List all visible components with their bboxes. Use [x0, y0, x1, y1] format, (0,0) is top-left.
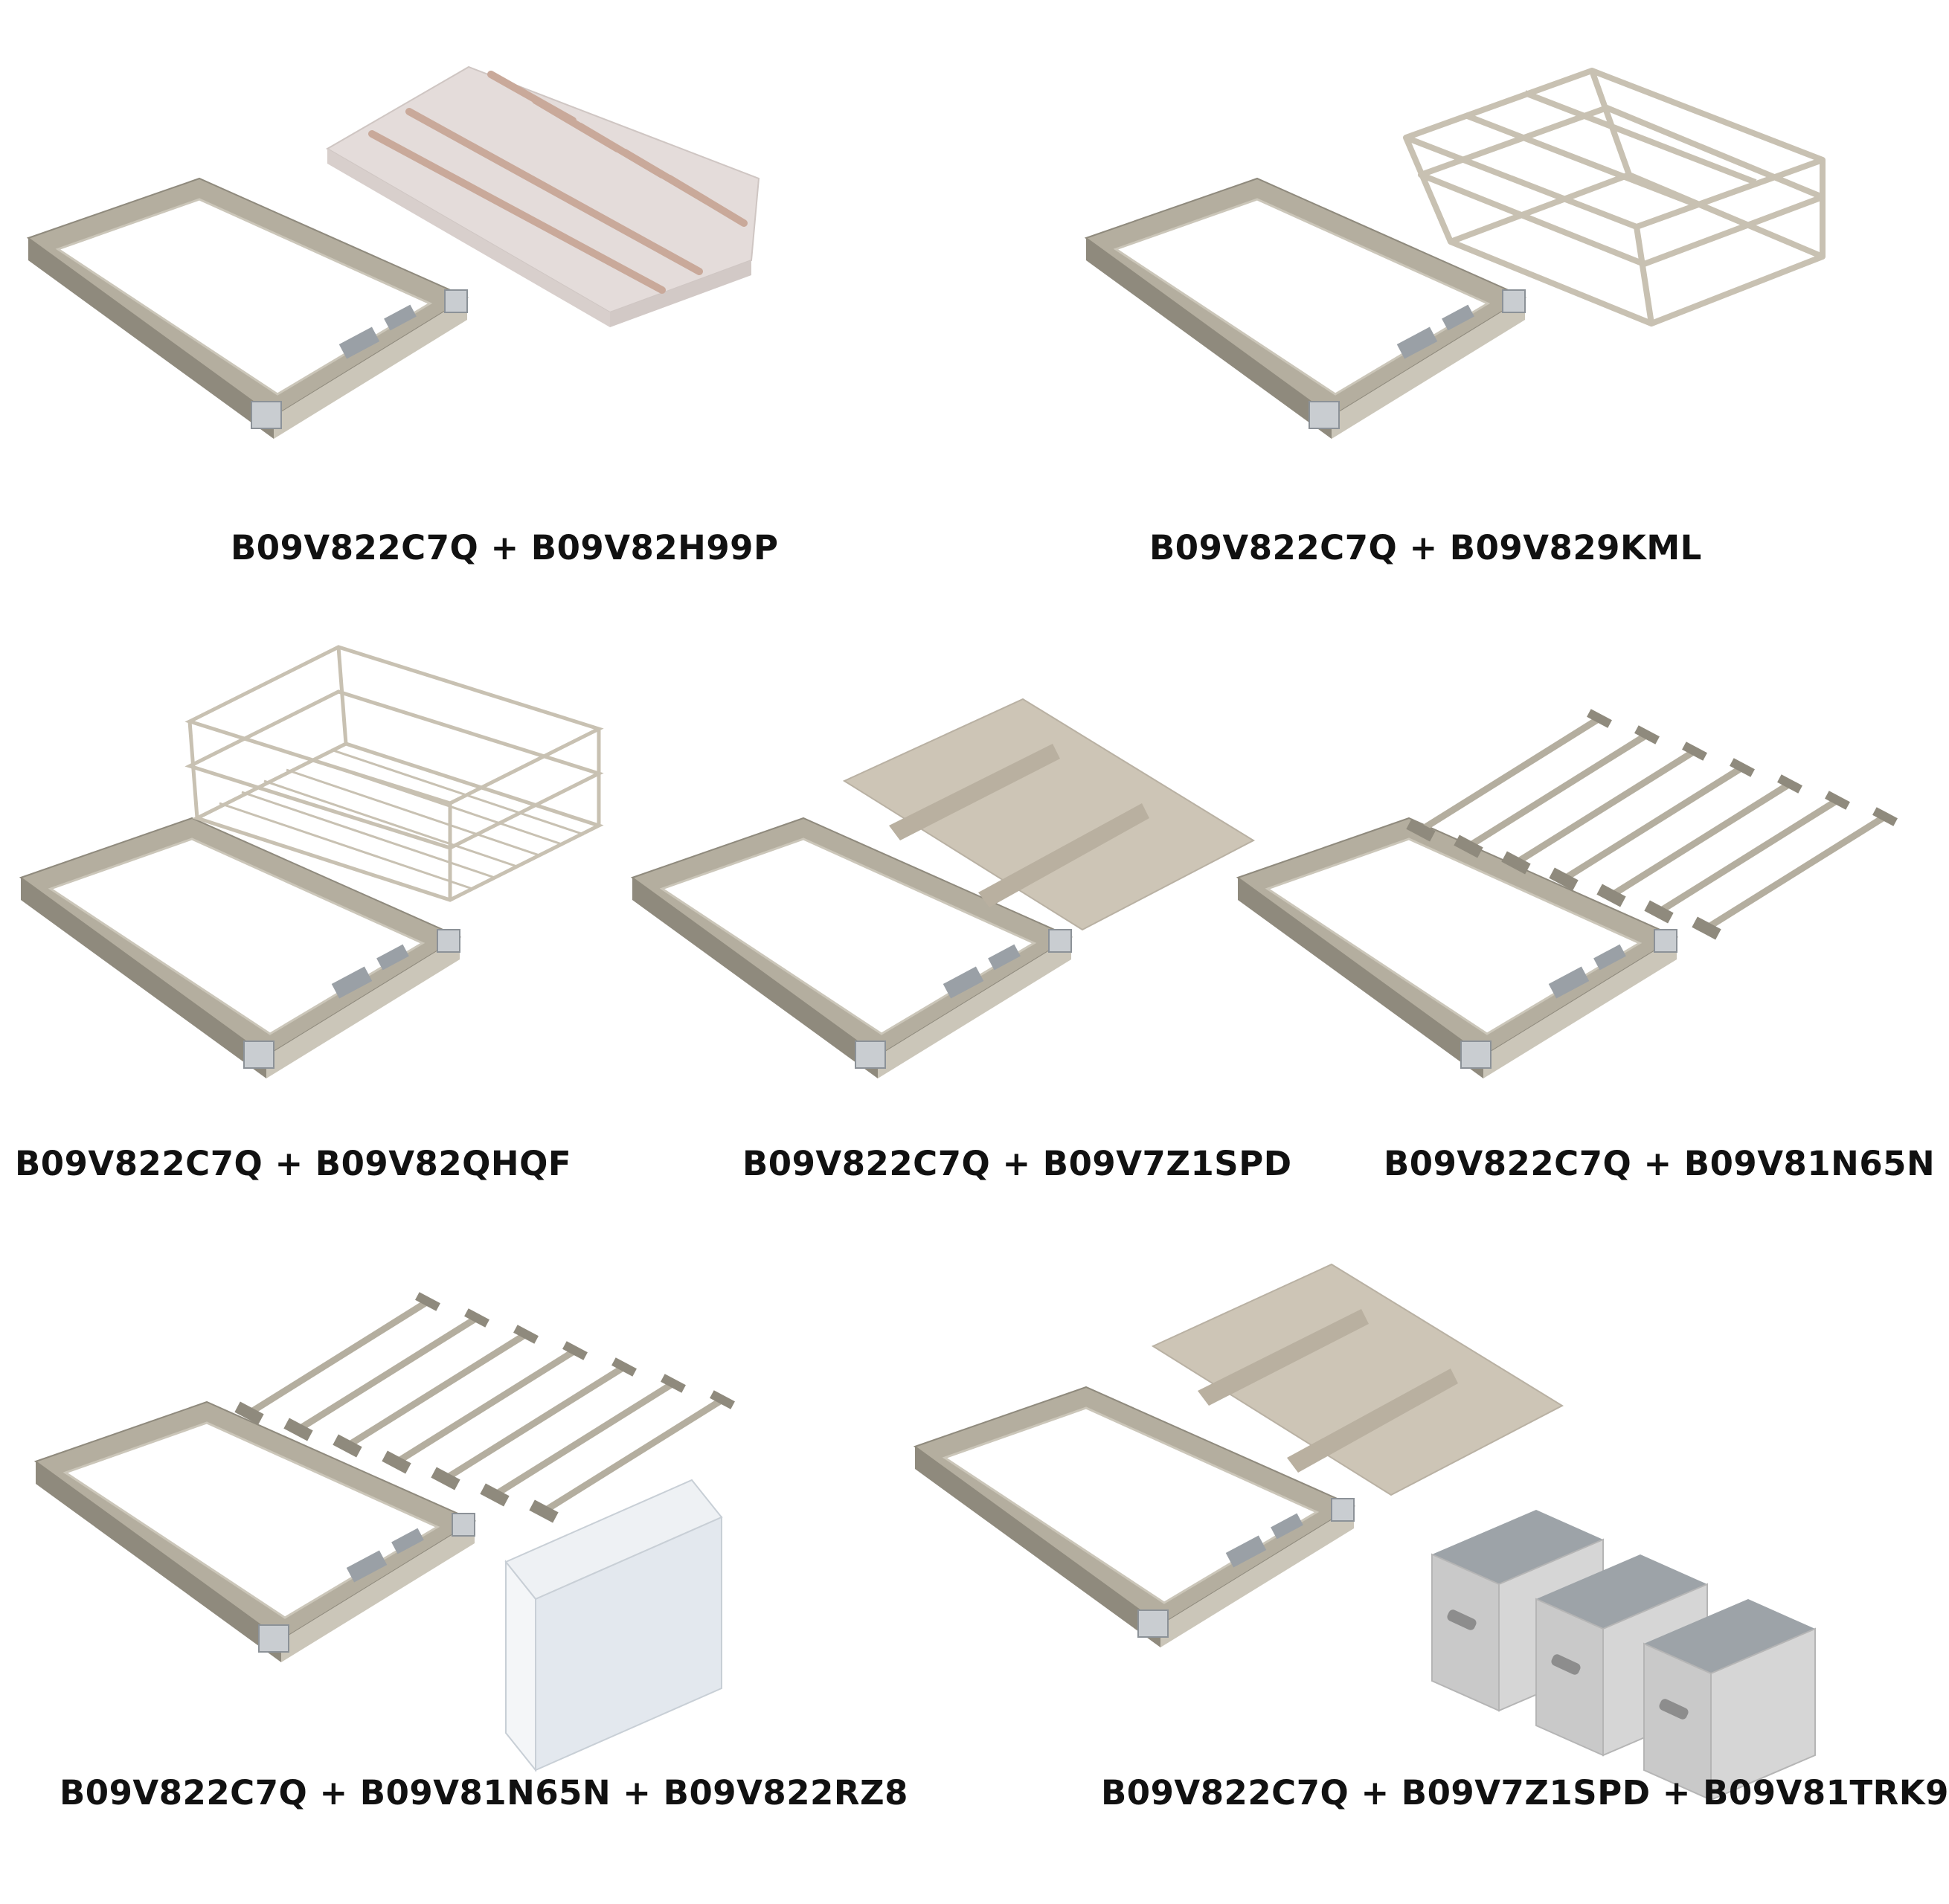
- pull-out-frame: [19, 817, 462, 1078]
- combo-6-caption: B09V822C7Q + B09V81N65N + B09V822RZ8: [60, 1773, 908, 1813]
- hanging-rod: [382, 1341, 588, 1474]
- cutlery-divider-tray: [326, 65, 760, 327]
- combo-4: B09V822C7Q + B09V7Z1SPD: [630, 610, 1291, 1205]
- hanging-rods: [1406, 709, 1898, 940]
- hanging-rod: [283, 1308, 489, 1441]
- hanging-rod: [1549, 758, 1755, 891]
- hanging-rod: [1406, 709, 1612, 842]
- pull-out-frame: [1084, 177, 1527, 439]
- hanging-rod: [1692, 807, 1898, 940]
- fabric-storage-boxes: [1431, 1510, 1816, 1801]
- clear-storage-bin: [504, 1479, 723, 1772]
- panel-with-dividers: [842, 698, 1256, 931]
- combo-6: B09V822C7Q + B09V81N65N + B09V822RZ8: [0, 1235, 952, 1844]
- combo-2: B09V822C7Q + B09V829KML: [952, 0, 1904, 580]
- combo-4-caption: B09V822C7Q + B09V7Z1SPD: [742, 1144, 1292, 1183]
- hanging-rod: [1596, 774, 1802, 907]
- hanging-rod: [529, 1390, 735, 1523]
- combo-1: B09V822C7Q + B09V82H99P: [0, 0, 952, 580]
- product-combo-grid: B09V822C7Q + B09V82H99P B09V822C7Q + B09…: [0, 0, 1949, 1844]
- panel-with-dividers: [1151, 1263, 1564, 1496]
- combo-5-caption: B09V822C7Q + B09V81N65N: [1384, 1144, 1936, 1183]
- pull-out-frame: [26, 177, 469, 439]
- hanging-rod: [480, 1374, 686, 1507]
- combo-7: B09V822C7Q + B09V7Z1SPD + B09V81TRK9: [885, 1235, 1949, 1844]
- hanging-rod: [1644, 791, 1850, 924]
- combo-2-caption: B09V822C7Q + B09V829KML: [1149, 528, 1702, 567]
- hanging-rod: [431, 1357, 637, 1490]
- hanging-rods: [234, 1292, 735, 1523]
- pull-out-frame: [630, 817, 1073, 1078]
- pull-out-frame: [1236, 817, 1679, 1078]
- combo-1-caption: B09V822C7Q + B09V82H99P: [231, 528, 779, 567]
- combo-5: B09V822C7Q + B09V81N65N: [1235, 610, 1935, 1205]
- hanging-rod: [333, 1325, 539, 1458]
- pull-out-frame: [33, 1400, 477, 1662]
- combo-3: B09V822C7Q + B09V82QHQF: [0, 610, 632, 1205]
- wire-basket: [184, 645, 604, 902]
- hanging-rod: [1454, 725, 1660, 858]
- combo-3-caption: B09V822C7Q + B09V82QHQF: [15, 1144, 572, 1183]
- wire-shoe-rack: [1403, 68, 1826, 327]
- hanging-rod: [1501, 742, 1707, 875]
- pull-out-frame: [913, 1386, 1356, 1647]
- hanging-rod: [234, 1292, 440, 1425]
- combo-7-caption: B09V822C7Q + B09V7Z1SPD + B09V81TRK9: [1101, 1773, 1949, 1813]
